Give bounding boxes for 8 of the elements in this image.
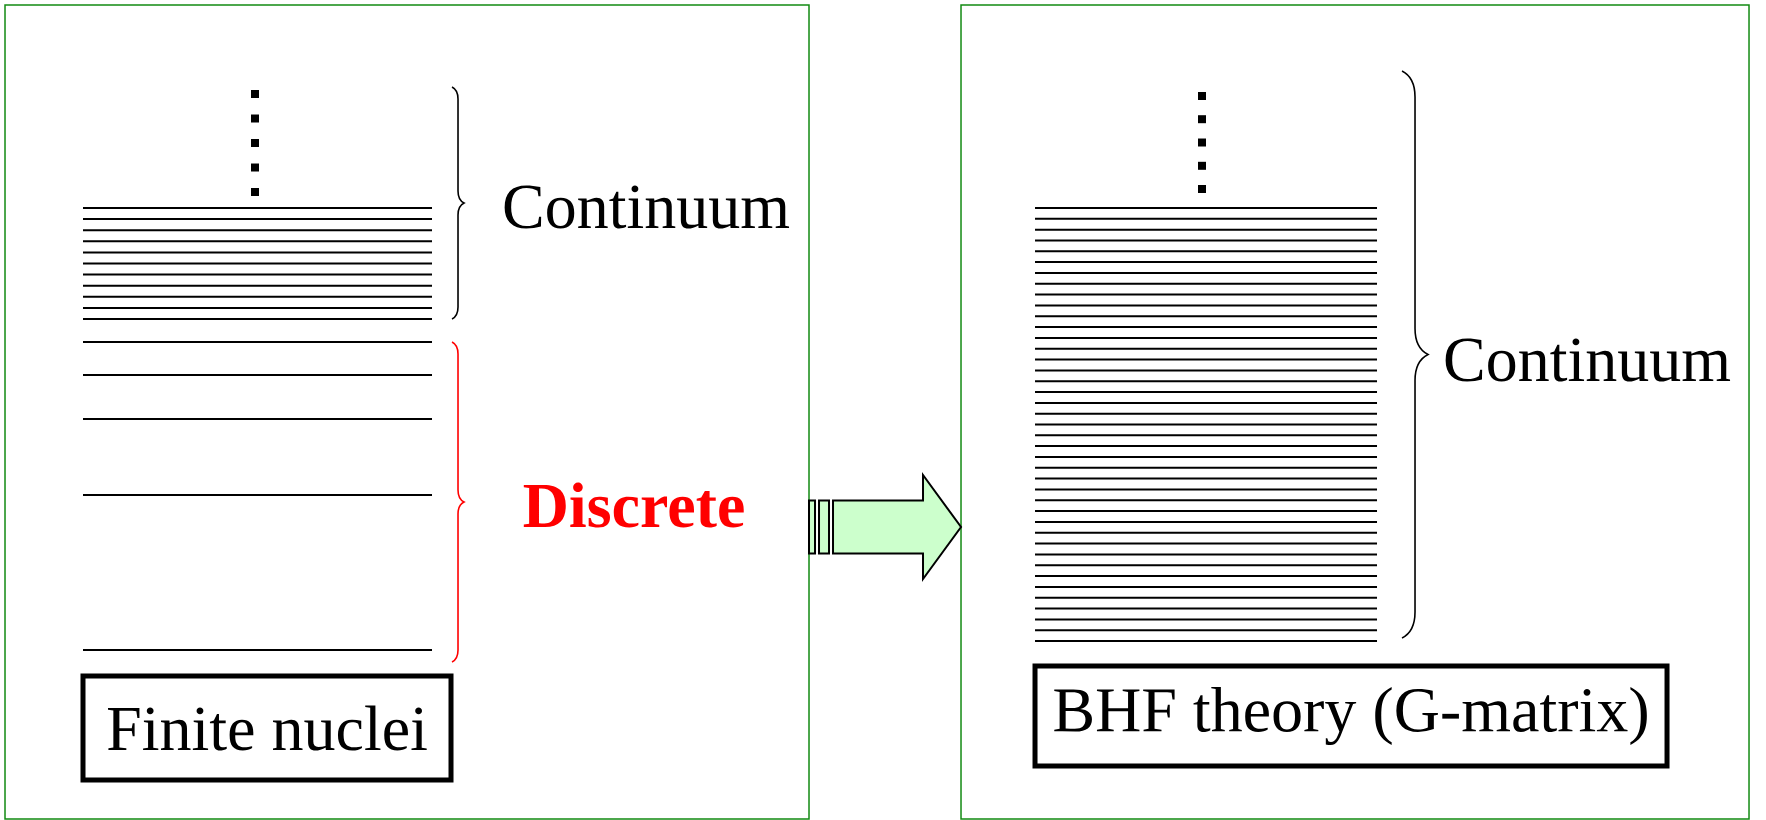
panel-frame (960, 4, 1750, 820)
label-box: BHF theory (G-matrix) (1032, 663, 1670, 769)
region-label: Continuum (1445, 338, 1731, 382)
block-arrow (808, 471, 963, 583)
panel-frame (4, 4, 810, 820)
heading-label: Discrete (523, 482, 744, 528)
region-label: Continuum (504, 185, 790, 229)
label-box: Finite nuclei (80, 673, 454, 783)
